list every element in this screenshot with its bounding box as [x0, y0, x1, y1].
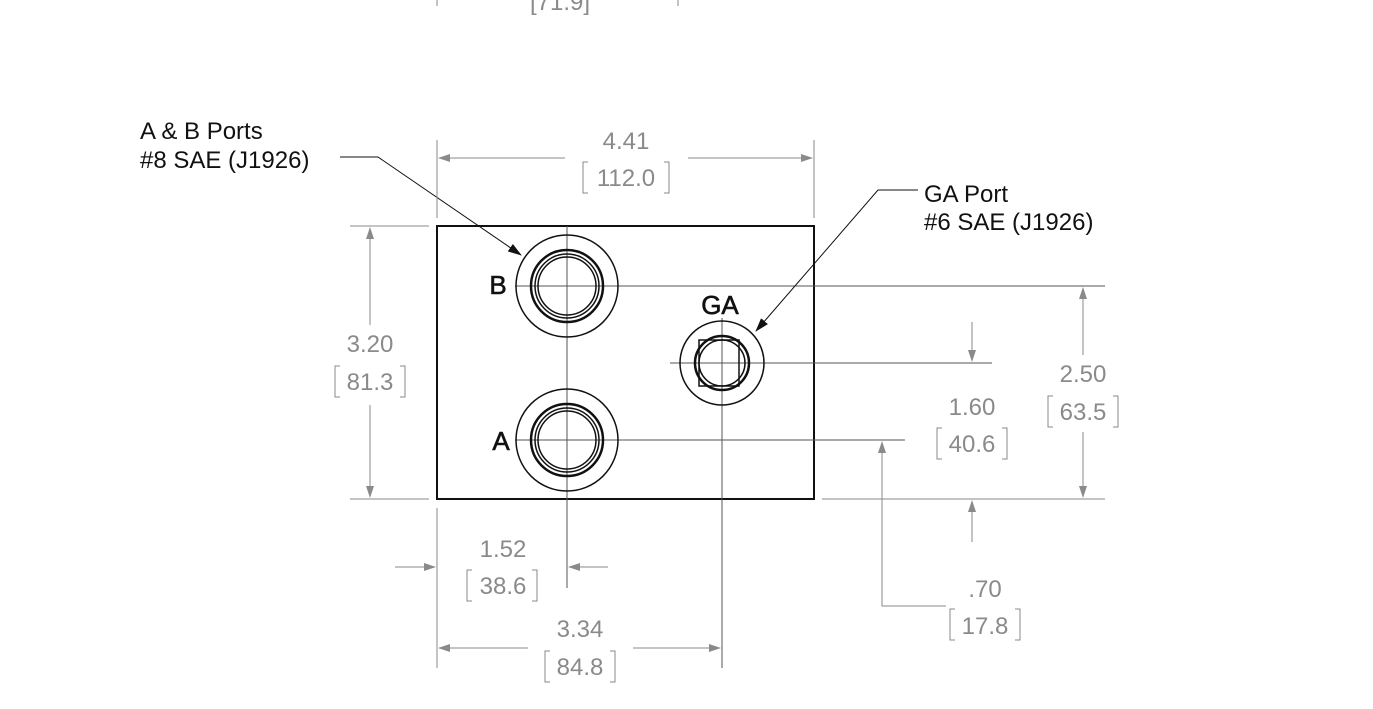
dim-ga-offset-y-mm: 40.6 [949, 431, 996, 458]
dim-width-inch: 4.41 [603, 128, 650, 155]
dim-height-mm: 81.3 [347, 369, 394, 396]
dim-ga-center-y: 2.50 63.5 [822, 287, 1119, 500]
partial-top-dimension: [71.9] [436, 0, 679, 16]
centerlines [515, 226, 1105, 668]
port-label-a: A [492, 426, 510, 456]
dim-width-mm: 112.0 [597, 165, 655, 192]
note-ab-ports: A & B Ports #8 SAE (J1926) [140, 118, 522, 256]
dim-ga-center-y-mm: 63.5 [1060, 399, 1107, 426]
partial-top-dimension-text: [71.9] [530, 0, 590, 16]
note-ga-port: GA Port #6 SAE (J1926) [755, 181, 1093, 332]
dim-ga-center-x: 3.34 84.8 [438, 616, 721, 683]
note-ab-ports-line2: #8 SAE (J1926) [140, 147, 309, 174]
dim-a-center-y-inch: .70 [968, 576, 1001, 603]
dim-a-center-y-mm: 17.8 [962, 613, 1009, 640]
dim-height: 3.20 81.3 [334, 225, 429, 500]
port-ga [679, 320, 765, 406]
dim-ga-offset-y-inch: 1.60 [949, 394, 996, 421]
note-ga-port-line2: #6 SAE (J1926) [924, 209, 1093, 236]
dim-a-center-y: .70 17.8 [878, 441, 1021, 641]
note-ga-port-line1: GA Port [924, 181, 1008, 208]
dim-height-inch: 3.20 [347, 331, 394, 358]
dim-width: 4.41 112.0 [436, 128, 815, 218]
dim-ab-center-x-mm: 38.6 [480, 573, 527, 600]
dim-ab-center-x-inch: 1.52 [480, 536, 527, 563]
dim-ga-center-y-inch: 2.50 [1060, 361, 1107, 388]
dim-ab-center-x: 1.52 38.6 [395, 508, 608, 668]
note-ga-port-leader [755, 189, 918, 332]
port-label-b: B [489, 270, 506, 300]
dim-ga-center-x-mm: 84.8 [557, 654, 604, 681]
dim-ga-offset-y: 1.60 40.6 [936, 322, 1008, 542]
port-label-ga: GA [701, 290, 739, 320]
dim-ga-center-x-inch: 3.34 [557, 616, 604, 643]
note-ab-ports-leader [340, 156, 522, 256]
note-ab-ports-line1: A & B Ports [140, 118, 263, 145]
port-b [515, 234, 619, 338]
port-a [515, 388, 619, 492]
